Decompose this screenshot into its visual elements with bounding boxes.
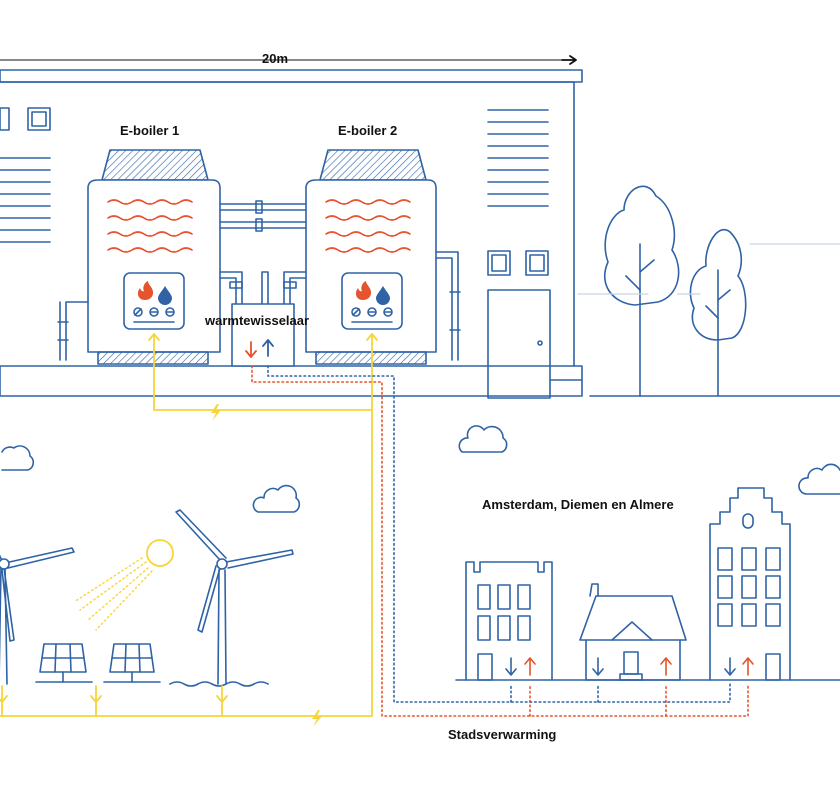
cloud-icon <box>252 484 301 513</box>
tree-small <box>689 228 747 397</box>
e-boiler-2 <box>305 149 461 365</box>
power-lines <box>0 333 378 717</box>
lightning-icon <box>312 710 322 727</box>
background-lines <box>577 243 840 295</box>
heat-exchanger <box>231 303 295 367</box>
flame-icon <box>355 281 372 300</box>
e-boiler-1 <box>57 149 221 365</box>
flame-icon <box>137 281 154 300</box>
boiler-2-label: E-boiler 2 <box>338 123 398 138</box>
building-vent-right <box>487 109 549 207</box>
house-canal <box>709 487 791 681</box>
arrow-right-icon <box>561 55 577 65</box>
wind-turbine-right <box>169 509 294 687</box>
cloud-icon <box>798 463 840 495</box>
house-cold-arrow <box>724 657 736 676</box>
city-label: Amsterdam, Diemen en Almere <box>482 497 674 512</box>
house-cold-arrow <box>505 657 517 676</box>
building-windows <box>487 250 549 276</box>
lightning-icon <box>211 404 221 421</box>
building-door <box>487 289 551 399</box>
heat-exchanger-hot-arrow <box>245 341 257 358</box>
building-vent-left <box>0 157 51 243</box>
cloud-icon <box>458 425 508 453</box>
solar-panel-1 <box>35 643 93 683</box>
water-drop-icon <box>376 286 390 305</box>
house-apartment <box>465 561 553 681</box>
boiler-pipes <box>219 200 307 305</box>
house-cottage <box>579 583 687 681</box>
tree-large <box>603 185 680 397</box>
district-heating-cold-pipe <box>267 365 731 703</box>
solar-panel-2 <box>103 643 161 683</box>
cloud-icon <box>1 445 35 471</box>
heat-exchanger-label: warmtewisselaar <box>205 313 310 328</box>
water-drop-icon <box>158 286 172 305</box>
house-hot-arrow <box>660 657 672 676</box>
district-heating-label: Stadsverwarming <box>448 727 557 742</box>
scale-label: 20m <box>262 51 289 66</box>
house-hot-arrow <box>524 657 536 676</box>
sun-icon <box>73 539 174 631</box>
boiler-1-label: E-boiler 1 <box>120 123 180 138</box>
wind-turbine-left <box>0 547 75 685</box>
house-hot-arrow <box>742 657 754 676</box>
district-heating-hot-pipe <box>251 365 749 717</box>
house-cold-arrow <box>592 657 604 676</box>
heat-exchanger-cold-arrow <box>262 339 274 357</box>
